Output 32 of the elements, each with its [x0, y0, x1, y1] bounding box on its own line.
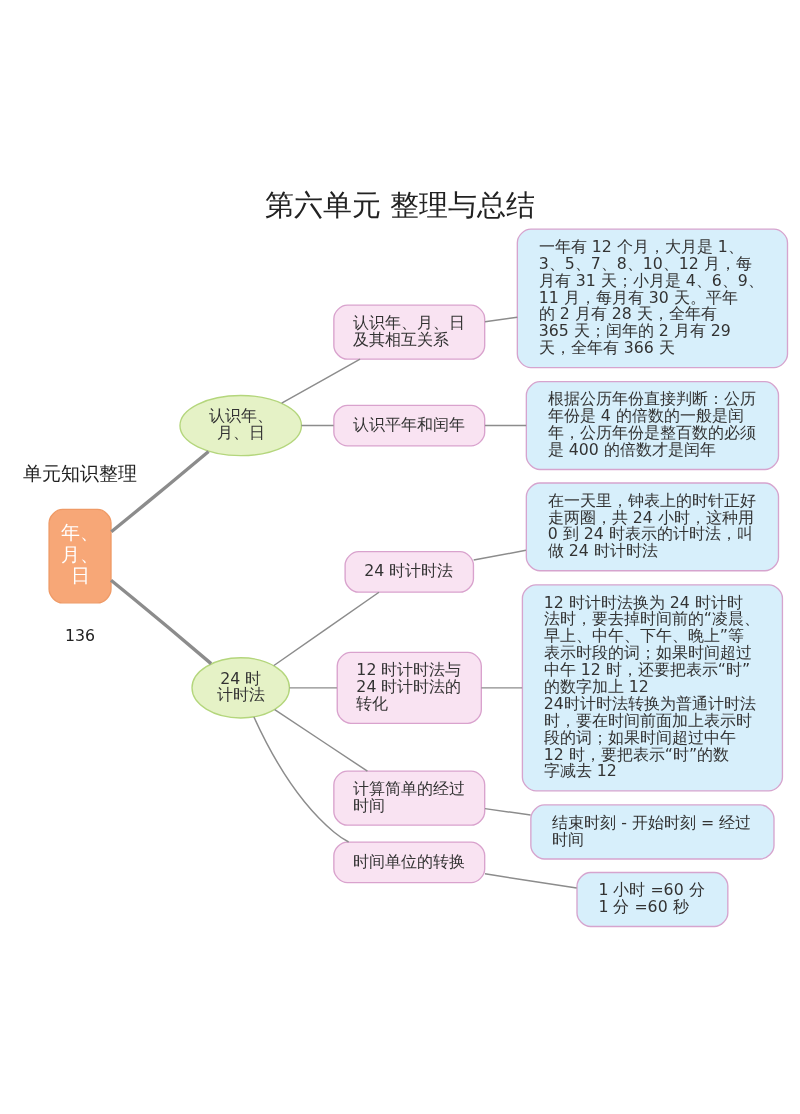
node-ellipse: 认识年、月、日	[179, 394, 303, 457]
node-box: 结束时刻 - 开始时刻 = 经过时间	[530, 804, 775, 860]
node-box: 一年有 12 个月，大月是 1、3、5、7、8、10、12 月，每月有 31 天；小月是 4、6、9、11 月，每月有 30 天。平年的 2 月有 28 天，全年有 365 天；闰年的 2 月有 29 天，全年有 366 天	[516, 228, 789, 369]
node-box: 计算简单的经过时间	[333, 770, 486, 826]
connector	[109, 578, 213, 665]
label: 136	[65, 626, 96, 646]
label: 单元知识整理	[23, 461, 138, 485]
connector	[484, 807, 532, 816]
connector	[273, 708, 369, 772]
node-box: 根据公历年份直接判断：公历年份是 4 的倍数的一般是闰年，公历年份是整百数的必须是 400 的倍数才是闰年	[525, 381, 780, 471]
node-box: 12 时计时法换为 24 时计时法时，要去掉时间前的“凌晨、早上、中午、下午、晚上”等表示时段的词；如果时间超过中午 12 时，还要把表示“时”的数字加上 12 24时计时法转换为普通计时法时，要在时间前面加上表示时段的词；如果时间超过中午 12 时，要把表示“时”的数字减去 12	[521, 584, 784, 792]
connector	[300, 424, 335, 427]
connector	[484, 873, 578, 889]
connector	[253, 716, 350, 843]
node-box: 在一天里，钟表上的时针正好走两圈，共 24 小时，这种用 0 到 24 时表示的计时法，叫做 24 时计时法	[525, 482, 780, 572]
node-box: 年、月、日	[48, 508, 112, 604]
connector	[472, 549, 527, 561]
node-box: 1 小时 =60 分 1 分 =60 秒	[576, 871, 729, 928]
node-ellipse: 24 时计时法	[191, 657, 291, 719]
connector	[280, 358, 361, 404]
connector	[273, 591, 380, 667]
connector	[484, 424, 527, 427]
connector	[288, 687, 338, 689]
node-box: 时间单位的转换	[333, 841, 486, 884]
diagram-title: 第六单元 整理与总结	[264, 188, 536, 223]
node-box: 12 时计时法与 24 时计时法的转化	[336, 651, 482, 724]
node-box: 认识年、月、日及其相互关系	[333, 304, 486, 360]
connector	[484, 316, 518, 323]
node-box: 24 时计时法	[344, 550, 475, 593]
connector	[110, 450, 210, 534]
node-box: 认识平年和闰年	[333, 404, 486, 447]
connector	[480, 687, 523, 689]
